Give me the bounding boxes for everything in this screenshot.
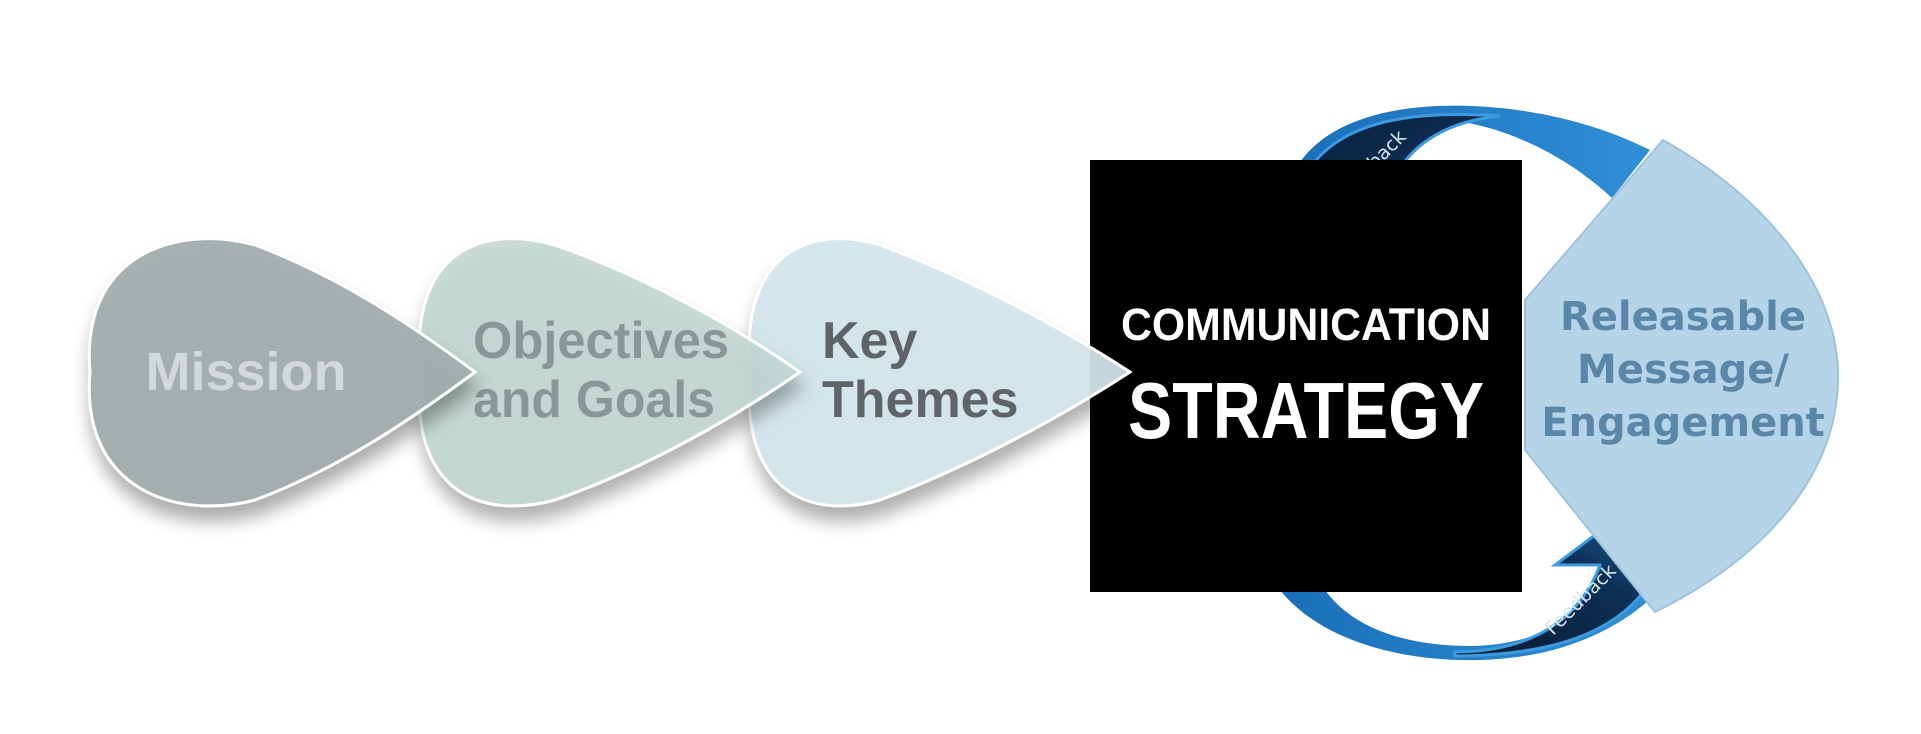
strategy-label-line1: COMMUNICATION [1121,299,1491,350]
release-stage: Releasable Message/ Engagement [1524,138,1840,614]
release-label-line3: Engagement [1541,400,1825,446]
mission-drop [87,237,478,508]
objectives-label-line1: Objectives [473,312,729,370]
objectives-drop [417,237,803,508]
objectives-label-line2: and Goals [473,371,715,429]
key-themes-stage [747,237,1133,508]
objectives-stage [417,237,803,508]
feedback-band-top [1290,105,1650,198]
key-themes-label-line1: Key [822,312,917,370]
mission-label: Mission [145,342,346,402]
mission-stage [87,237,478,508]
strategy-box: COMMUNICATION STRATEGY [1090,160,1522,592]
strategy-label-line2: STRATEGY [1128,366,1484,455]
key-themes-label-line2: Themes [822,371,1019,429]
release-shape [1524,138,1840,614]
release-label-line1: Releasable [1560,294,1806,340]
key-themes-drop [747,237,1133,508]
release-label-line2: Message/ [1577,347,1789,393]
strategy-box-fill [1090,160,1522,592]
